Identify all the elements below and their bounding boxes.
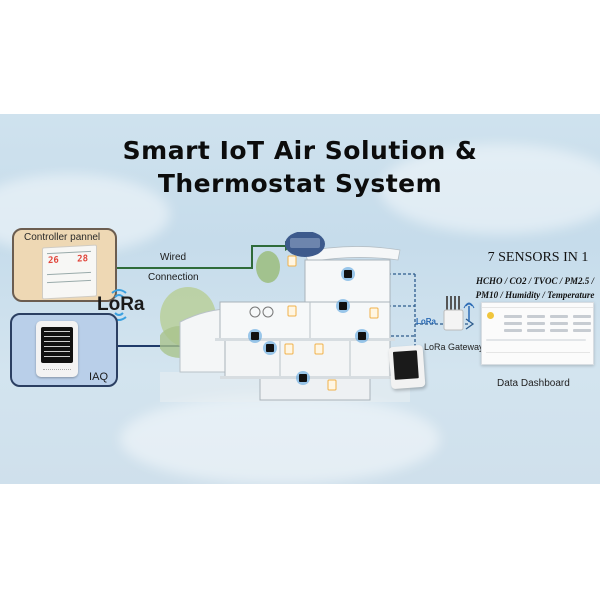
dashboard-label: Data Dashboard [497,378,570,389]
dashboard-preview [481,302,594,365]
title-line-2: Thermostat System [157,169,443,198]
iaq-card: IAQ [10,313,118,387]
sensors-list-line-1: HCHO / CO2 / TVOC / PM2.5 / [475,276,594,286]
cloud-decoration [380,144,600,234]
lora-gateway-icon [443,296,475,331]
gateway-lora-tag: LoRa [416,317,436,326]
lora-logo: LoRa [97,294,145,315]
thermostat-temp-left: 26 [48,255,59,267]
gateway-label: LoRa Gateway [424,342,484,352]
page-title: Smart IoT Air Solution & Thermostat Syst… [0,134,600,200]
sensors-title: 7 SENSORS IN 1 [487,250,589,265]
iaq-sensor-device [388,344,426,390]
dashboard-avatar [487,312,494,319]
sensors-list-line-2: PM10 / Humidity / Temperature [475,290,595,300]
cloud-decoration [120,394,440,484]
controller-panel-card: Controller pannel 26 28 [12,228,117,302]
smart-building-illustration [160,232,410,402]
title-line-1: Smart IoT Air Solution & [122,136,478,165]
thermostat-temp-right: 28 [77,254,88,265]
controller-panel-label: Controller pannel [24,232,101,243]
connection-label: Connection [148,272,199,283]
wired-label: Wired [160,252,187,263]
iaq-label: IAQ [89,371,108,383]
iaq-monitor-device [36,321,78,377]
thermostat-device: 26 28 [42,244,97,300]
hero-banner: Smart IoT Air Solution & Thermostat Syst… [0,114,600,484]
